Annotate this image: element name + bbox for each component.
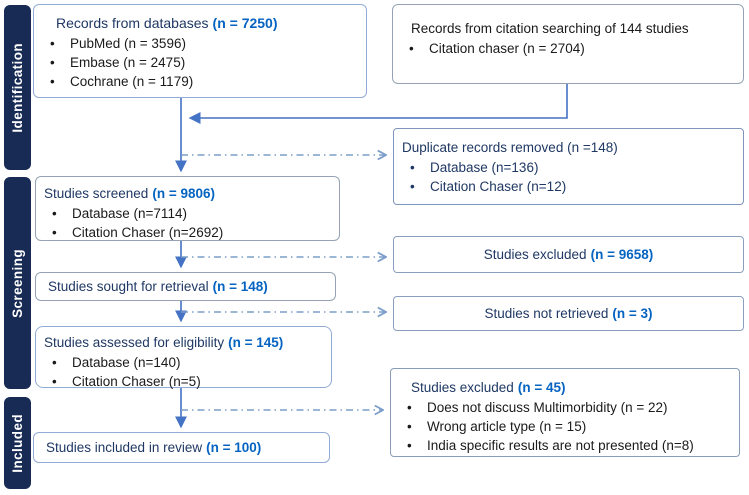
box-title-text: Studies assessed for eligibility xyxy=(44,335,225,350)
box-title: Studies excluded(n = 9658) xyxy=(476,245,661,264)
box-duplicate-records-removed: Duplicate records removed (n =148) Datab… xyxy=(393,128,744,205)
box-title-text: Studies not retrieved xyxy=(484,306,609,321)
box-records-from-citation-searching: Records from citation searching of 144 s… xyxy=(392,4,744,84)
box-title-text: Records from databases xyxy=(56,15,209,31)
stage-bar-identification: Identification xyxy=(4,5,31,170)
list-item: PubMed (n = 3596) xyxy=(48,34,360,53)
list-item: Cochrane (n = 1179) xyxy=(48,72,360,91)
box-records-from-databases: Records from databases(n = 7250) PubMed … xyxy=(33,4,367,98)
list-item: Citation Chaser (n=2692) xyxy=(50,223,333,242)
stage-label-included: Included xyxy=(10,413,25,473)
box-title: Records from citation searching of 144 s… xyxy=(411,21,689,36)
box-title-text: Studies sought for retrieval xyxy=(48,279,209,294)
box-studies-screened: Studies screened(n = 9806) Database (n=7… xyxy=(35,176,340,242)
box-studies-excluded-screening: Studies excluded(n = 9658) xyxy=(393,236,744,273)
box-count: (n = 148) xyxy=(212,279,268,294)
box-title-text: Studies included in review xyxy=(46,440,203,455)
box-title: Studies screened(n = 9806) xyxy=(36,184,339,203)
list-item: Citation Chaser (n=5) xyxy=(50,372,325,391)
box-title-text: Studies excluded xyxy=(483,247,587,262)
box-item-list: Citation chaser (n = 2704) xyxy=(393,39,743,58)
box-title: Studies not retrieved(n = 3) xyxy=(477,304,661,323)
box-count: (n = 145) xyxy=(228,335,284,350)
box-title: Records from databases(n = 7250) xyxy=(34,14,366,33)
box-item-list: Does not discuss Multimorbidity (n = 22)… xyxy=(391,398,739,455)
box-count: (n = 45) xyxy=(517,380,566,395)
list-item: India specific results are not presented… xyxy=(405,436,733,455)
box-count: (n = 3) xyxy=(612,306,653,321)
list-item: Database (n=136) xyxy=(408,158,737,177)
box-studies-excluded-eligibility: Studies excluded(n = 45) Does not discus… xyxy=(390,368,740,457)
box-item-list: Database (n=136) Citation Chaser (n=12) xyxy=(394,158,743,196)
stage-bar-screening: Screening xyxy=(4,177,31,389)
stage-label-identification: Identification xyxy=(10,42,25,133)
box-title: Studies assessed for eligibility(n = 145… xyxy=(36,333,331,352)
list-item: Database (n=7114) xyxy=(50,204,333,223)
box-title-text: Studies screened xyxy=(44,186,149,201)
list-item: Citation Chaser (n=12) xyxy=(408,177,737,196)
box-count: (n = 9658) xyxy=(590,247,654,262)
list-item: Database (n=140) xyxy=(50,353,325,372)
box-item-list: Database (n=7114) Citation Chaser (n=269… xyxy=(36,204,339,242)
box-title: Duplicate records removed (n =148) xyxy=(402,140,618,155)
stage-label-screening: Screening xyxy=(10,248,25,318)
list-item: Wrong article type (n = 15) xyxy=(405,417,733,436)
box-count: (n = 9806) xyxy=(152,186,215,201)
stage-bar-included: Included xyxy=(4,397,31,489)
box-title-text: Studies excluded xyxy=(411,380,514,395)
box-title: Studies sought for retrieval(n = 148) xyxy=(36,277,276,296)
box-count: (n = 100) xyxy=(206,440,262,455)
box-studies-sought-for-retrieval: Studies sought for retrieval(n = 148) xyxy=(35,272,336,301)
box-title: Studies excluded(n = 45) xyxy=(391,378,739,397)
box-item-list: Database (n=140) Citation Chaser (n=5) xyxy=(36,353,331,391)
list-item: Embase (n = 2475) xyxy=(48,53,360,72)
box-item-list: PubMed (n = 3596) Embase (n = 2475) Coch… xyxy=(34,34,366,91)
box-title: Studies included in review(n = 100) xyxy=(34,438,269,457)
list-item: Citation chaser (n = 2704) xyxy=(407,39,737,58)
list-item: Does not discuss Multimorbidity (n = 22) xyxy=(405,398,733,417)
box-studies-not-retrieved: Studies not retrieved(n = 3) xyxy=(393,296,744,331)
box-count: (n = 7250) xyxy=(212,15,278,31)
box-studies-included-in-review: Studies included in review(n = 100) xyxy=(33,432,330,463)
box-studies-assessed-for-eligibility: Studies assessed for eligibility(n = 145… xyxy=(35,326,332,391)
